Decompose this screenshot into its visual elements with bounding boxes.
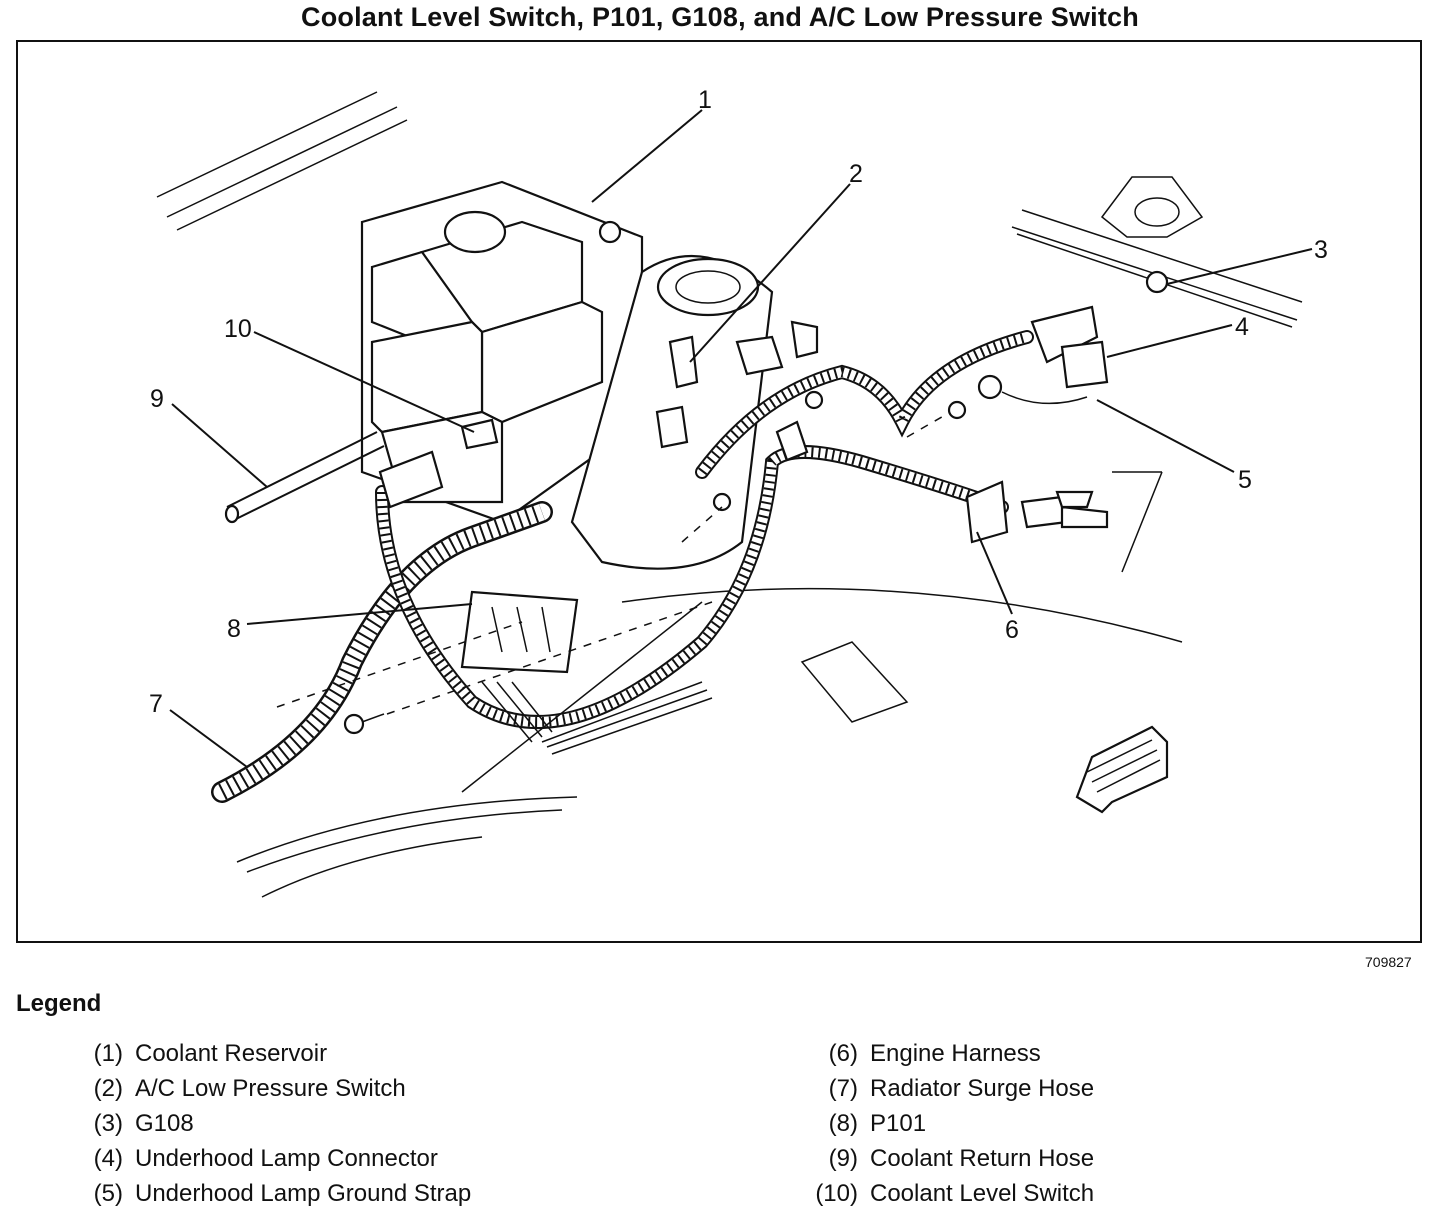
legend-item-label: Coolant Reservoir [135, 1040, 328, 1067]
callout-10: 10 [224, 315, 252, 343]
diagram-title: Coolant Level Switch, P101, G108, and A/… [301, 2, 1139, 32]
callout-numbers: 1 2 3 4 5 6 7 8 9 10 [149, 86, 1328, 718]
legend-item-number: (4) [93, 1145, 123, 1172]
legend-item-label: A/C Low Pressure Switch [135, 1075, 406, 1102]
legend-item-label: Underhood Lamp Ground Strap [135, 1180, 472, 1207]
legend-item: (8) P101 [829, 1110, 927, 1138]
legend-item: (2) A/C Low Pressure Switch [94, 1075, 406, 1103]
legend-item-number: (9) [828, 1145, 858, 1172]
figure-code: 709827 [1365, 954, 1412, 970]
engine-harness [276, 270, 1169, 793]
callout-8: 8 [227, 615, 241, 643]
front-direction-arrow [1075, 725, 1169, 814]
callout-3: 3 [1314, 236, 1328, 264]
legend-item-number: (10) [815, 1180, 858, 1207]
callout-6: 6 [1005, 616, 1019, 644]
coolant-reservoir [360, 180, 774, 570]
legend-item-label: Coolant Level Switch [870, 1180, 1095, 1207]
radiator-surge-hose [211, 501, 553, 803]
callout-4: 4 [1235, 313, 1249, 341]
legend-item: (6) Engine Harness [829, 1040, 1041, 1068]
legend-item: (3) G108 [94, 1110, 194, 1138]
legend-item-number: (6) [828, 1040, 858, 1067]
legend-item-label: P101 [870, 1110, 927, 1137]
legend-title: Legend [16, 990, 102, 1017]
legend-item: (4) Underhood Lamp Connector [94, 1145, 438, 1173]
legend-item-number: (3) [93, 1110, 123, 1137]
legend-item-label: G108 [135, 1110, 194, 1137]
legend-item: (1) Coolant Reservoir [94, 1040, 328, 1068]
legend-item-label: Engine Harness [870, 1040, 1041, 1067]
legend-item-label: Radiator Surge Hose [870, 1075, 1095, 1102]
legend-item-number: (7) [828, 1075, 858, 1102]
legend-item-number: (8) [828, 1110, 858, 1137]
coolant-return-hose [224, 431, 385, 524]
callout-7: 7 [149, 690, 163, 718]
diagram-frame: 1 2 3 4 5 6 7 8 9 10 [16, 40, 1422, 943]
callout-2: 2 [849, 160, 863, 188]
leader-lines [169, 109, 1313, 768]
legend-item-number: (2) [93, 1075, 123, 1102]
legend-item-label: Underhood Lamp Connector [135, 1145, 438, 1172]
legend-item-number: (5) [93, 1180, 123, 1207]
legend-item: (5) Underhood Lamp Ground Strap [94, 1180, 472, 1208]
callout-1: 1 [698, 86, 712, 114]
legend-item: (9) Coolant Return Hose [829, 1145, 1095, 1173]
legend-item: (10) Coolant Level Switch [815, 1180, 1095, 1208]
legend-item-label: Coolant Return Hose [870, 1145, 1095, 1172]
callout-5: 5 [1238, 466, 1252, 494]
legend-item: (7) Radiator Surge Hose [829, 1075, 1095, 1103]
legend-item-number: (1) [93, 1040, 123, 1067]
callout-9: 9 [150, 385, 164, 413]
engine-bay-illustration: 1 2 3 4 5 6 7 8 9 10 [149, 86, 1328, 898]
